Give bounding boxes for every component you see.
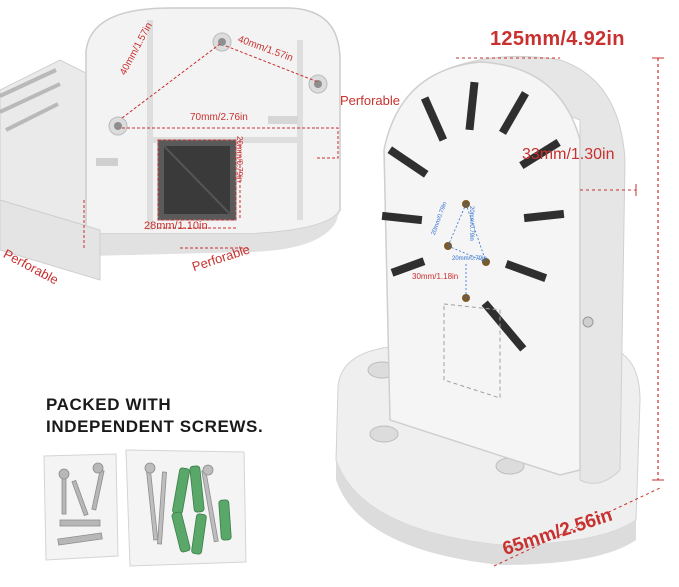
cutout-width-label: 28mm/1.10in (144, 220, 208, 232)
packed-note: PACKED WITH INDEPENDENT SCREWS. (46, 394, 263, 438)
perforable-label-a: Perforable (340, 93, 400, 108)
mount-back-view (0, 7, 341, 281)
screw-spacing-label-b: 20mm/0.79in (468, 206, 474, 241)
cutout-height-label: 20mm/0.79in (235, 136, 244, 183)
packed-note-line1: PACKED WITH (46, 395, 172, 414)
mount-front-view (335, 55, 664, 567)
hole-spacing-label-c: 70mm/2.76in (190, 112, 248, 123)
screw-spacing-label-d: 30mm/1.18in (412, 272, 459, 281)
packed-note-line2: INDEPENDENT SCREWS. (46, 417, 264, 436)
height-dimension-label: 125mm/4.92in (490, 28, 625, 50)
depth-dimension-label: 33mm/1.30in (522, 146, 615, 163)
screw-spacing-label-c: 20mm/0.79in (452, 256, 487, 262)
screw-packets (43, 449, 247, 567)
